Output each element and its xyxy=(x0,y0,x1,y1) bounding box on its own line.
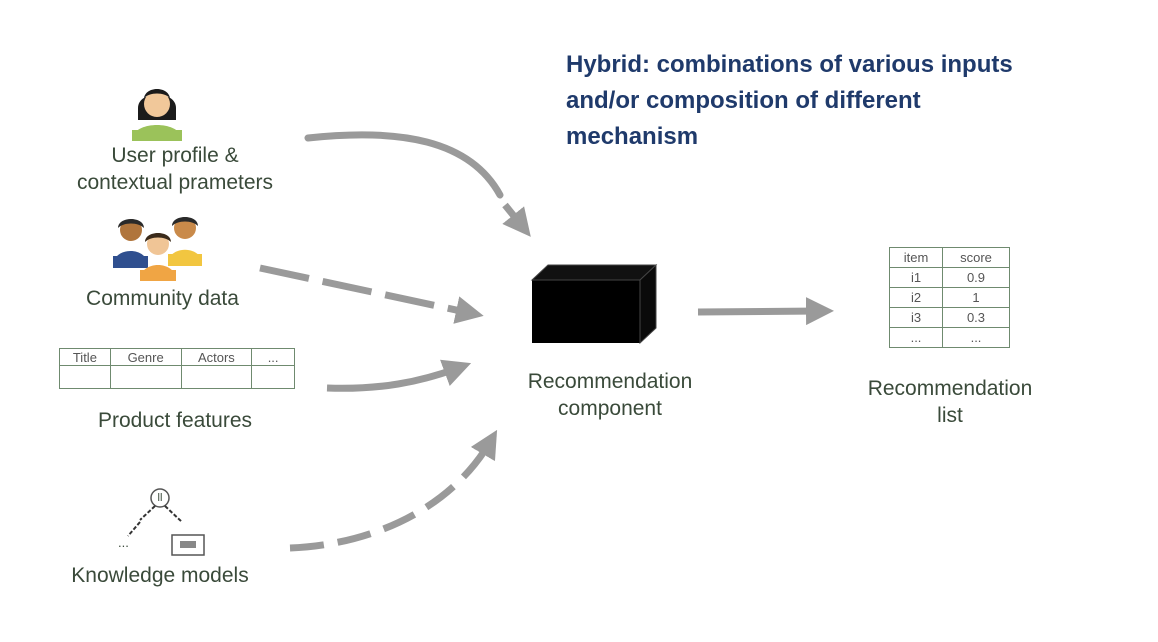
title-line-3: mechanism xyxy=(566,123,699,150)
product-features-header-row: Title Genre Actors ... xyxy=(59,348,295,366)
component-label-line-1: Recommendation xyxy=(527,370,693,393)
arrow-product xyxy=(326,359,472,392)
user-profile-line-2: contextual prameters xyxy=(76,171,274,194)
community-label: Community data xyxy=(86,287,239,310)
arrow-community xyxy=(259,264,484,324)
recommendation-item-cell: i3 xyxy=(889,307,943,328)
recommendation-item-cell: ... xyxy=(889,327,943,348)
title-line-2: and/or composition of different xyxy=(566,87,921,114)
recommendation-item-cell: i1 xyxy=(889,267,943,288)
product-features-empty-row xyxy=(59,365,295,389)
product-header-cell: Genre xyxy=(109,348,182,366)
recommendation-header-row: item score xyxy=(889,247,1010,268)
title-line-1: Hybrid: combinations of various inputs xyxy=(566,51,1013,78)
recommendation-row: i1 0.9 xyxy=(889,267,1010,288)
knowledge-ellipsis: ... xyxy=(118,535,129,550)
product-empty-cell xyxy=(251,365,295,389)
user-icon xyxy=(132,89,182,141)
recommendation-score-cell: 0.9 xyxy=(942,267,1010,288)
community-icon xyxy=(113,217,202,281)
product-header-cell: Title xyxy=(59,348,111,366)
knowledge-models-label: Knowledge models xyxy=(71,564,249,587)
component-label-line-2: component xyxy=(558,397,662,420)
recommendation-score-cell: 0.3 xyxy=(942,307,1010,328)
recommendation-row: i3 0.3 xyxy=(889,307,1010,328)
product-header-cell: ... xyxy=(251,348,295,366)
recommendation-row: ... ... xyxy=(889,327,1010,348)
recommendation-score-cell: 1 xyxy=(942,287,1010,308)
recommendation-row: i2 1 xyxy=(889,287,1010,308)
product-features-table: Title Genre Actors ... xyxy=(59,348,295,389)
recommendation-list-line-2: list xyxy=(937,404,963,427)
component-label: Recommendation component xyxy=(480,368,740,422)
arrow-user-profile-tip xyxy=(502,202,531,237)
recommendation-item-cell: i2 xyxy=(889,287,943,308)
product-empty-cell xyxy=(109,365,182,389)
user-profile-line-1: User profile & xyxy=(111,144,239,167)
recommendation-header-cell: score xyxy=(942,247,1010,268)
product-empty-cell xyxy=(59,365,111,389)
product-features-label: Product features xyxy=(97,409,253,432)
knowledge-tree-icon xyxy=(127,488,205,556)
black-box-icon xyxy=(530,263,658,345)
product-header-cell: Actors xyxy=(180,348,253,366)
arrow-output xyxy=(697,297,834,326)
recommendation-list-table: item score i1 0.9 i2 1 i3 0.3 ... ... xyxy=(889,247,1010,348)
arrow-knowledge xyxy=(289,429,498,552)
recommendation-list-line-1: Recommendation xyxy=(867,377,1033,400)
product-empty-cell xyxy=(180,365,253,389)
recommendation-header-cell: item xyxy=(889,247,943,268)
arrow-user-profile xyxy=(304,131,504,199)
diagram-title: Hybrid: combinations of various inputs a… xyxy=(566,47,1013,155)
recommendation-score-cell: ... xyxy=(942,327,1010,348)
recommendation-list-label: Recommendation list xyxy=(830,375,1070,429)
knowledge-node-label: ll xyxy=(157,492,163,504)
user-profile-label: User profile & contextual prameters xyxy=(40,142,310,196)
